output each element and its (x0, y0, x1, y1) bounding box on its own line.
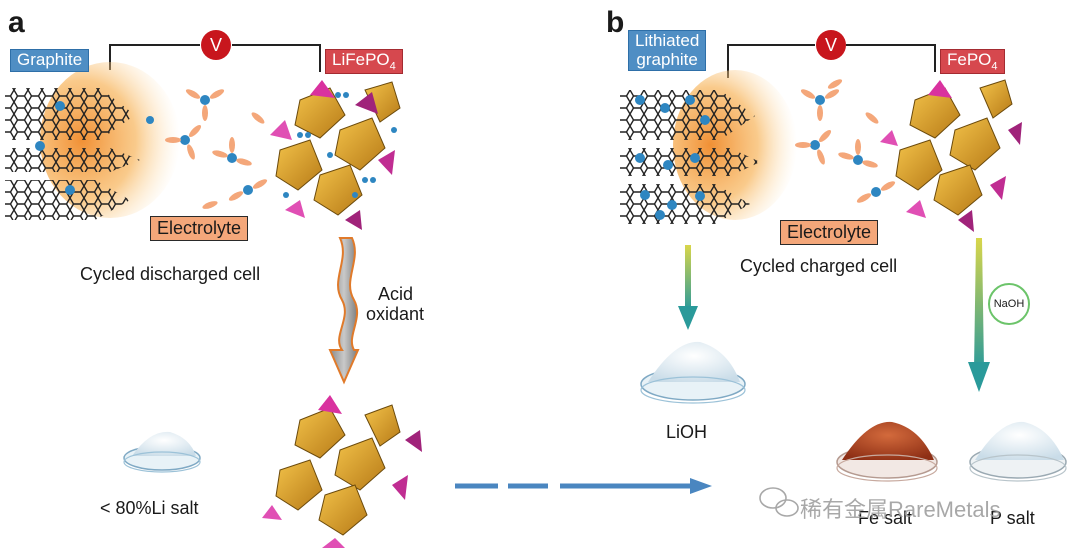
graphite-anode-a (5, 88, 154, 220)
lifepo4-subscript: 4 (389, 60, 396, 73)
lifepo4-formula: LiFePO (332, 50, 390, 69)
voltmeter-b: V (816, 30, 846, 60)
cathode-to-salts-arrow (968, 238, 990, 392)
voltmeter-a: V (201, 30, 231, 60)
transfer-arrow (455, 478, 712, 494)
fe-salt-dish (836, 421, 938, 482)
anode-to-lioh-arrow (678, 245, 698, 330)
discharged-cell-caption: Cycled discharged cell (80, 264, 261, 284)
lioh-dish (640, 341, 746, 404)
panel-b-letter: b (606, 6, 625, 39)
solvated-ions-b (795, 79, 896, 203)
fepo4-cathode-b (880, 79, 1022, 232)
circuit-wire-a (109, 44, 321, 72)
circuit-wire-b (727, 44, 936, 78)
fe-salt-label: Fe salt (858, 508, 913, 528)
lithiated-label-line2: graphite (636, 49, 698, 69)
naoh-reagent: NaOH (988, 283, 1030, 325)
electrolyte-label-a: Electrolyte (150, 216, 249, 241)
wechat-icon (759, 487, 799, 517)
electrolyte-label-b: Electrolyte (780, 220, 879, 245)
charged-cell-caption: Cycled charged cell (740, 256, 898, 276)
li-salt-dish (123, 431, 201, 473)
lioh-label: LiOH (666, 422, 708, 442)
p-salt-label: P salt (990, 508, 1035, 528)
li-salt-label: < 80%Li salt (100, 498, 199, 518)
solvated-ions-a (165, 89, 268, 209)
lifepo4-label: LiFePO4 (325, 49, 403, 75)
oxidant-label: oxidant (366, 304, 425, 324)
fepo4-formula: FePO (947, 50, 992, 69)
fepo4-residue (262, 395, 422, 548)
acid-label: Acid (378, 284, 414, 304)
acid-oxidant-arrow (328, 237, 360, 385)
lifepo4-crystal-a (270, 80, 401, 230)
p-salt-dish (969, 421, 1067, 482)
panel-a-letter: a (8, 6, 25, 39)
fepo4-label: FePO4 (940, 49, 1005, 75)
fepo4-subscript: 4 (991, 60, 998, 73)
lithiated-graphite-anode (620, 90, 760, 224)
lithiated-graphite-label: Lithiated graphite (628, 30, 707, 72)
watermark: 稀有金属RareMetals (800, 497, 1001, 522)
lithiated-label-line1: Lithiated (635, 31, 700, 50)
graphite-label: Graphite (10, 49, 90, 72)
